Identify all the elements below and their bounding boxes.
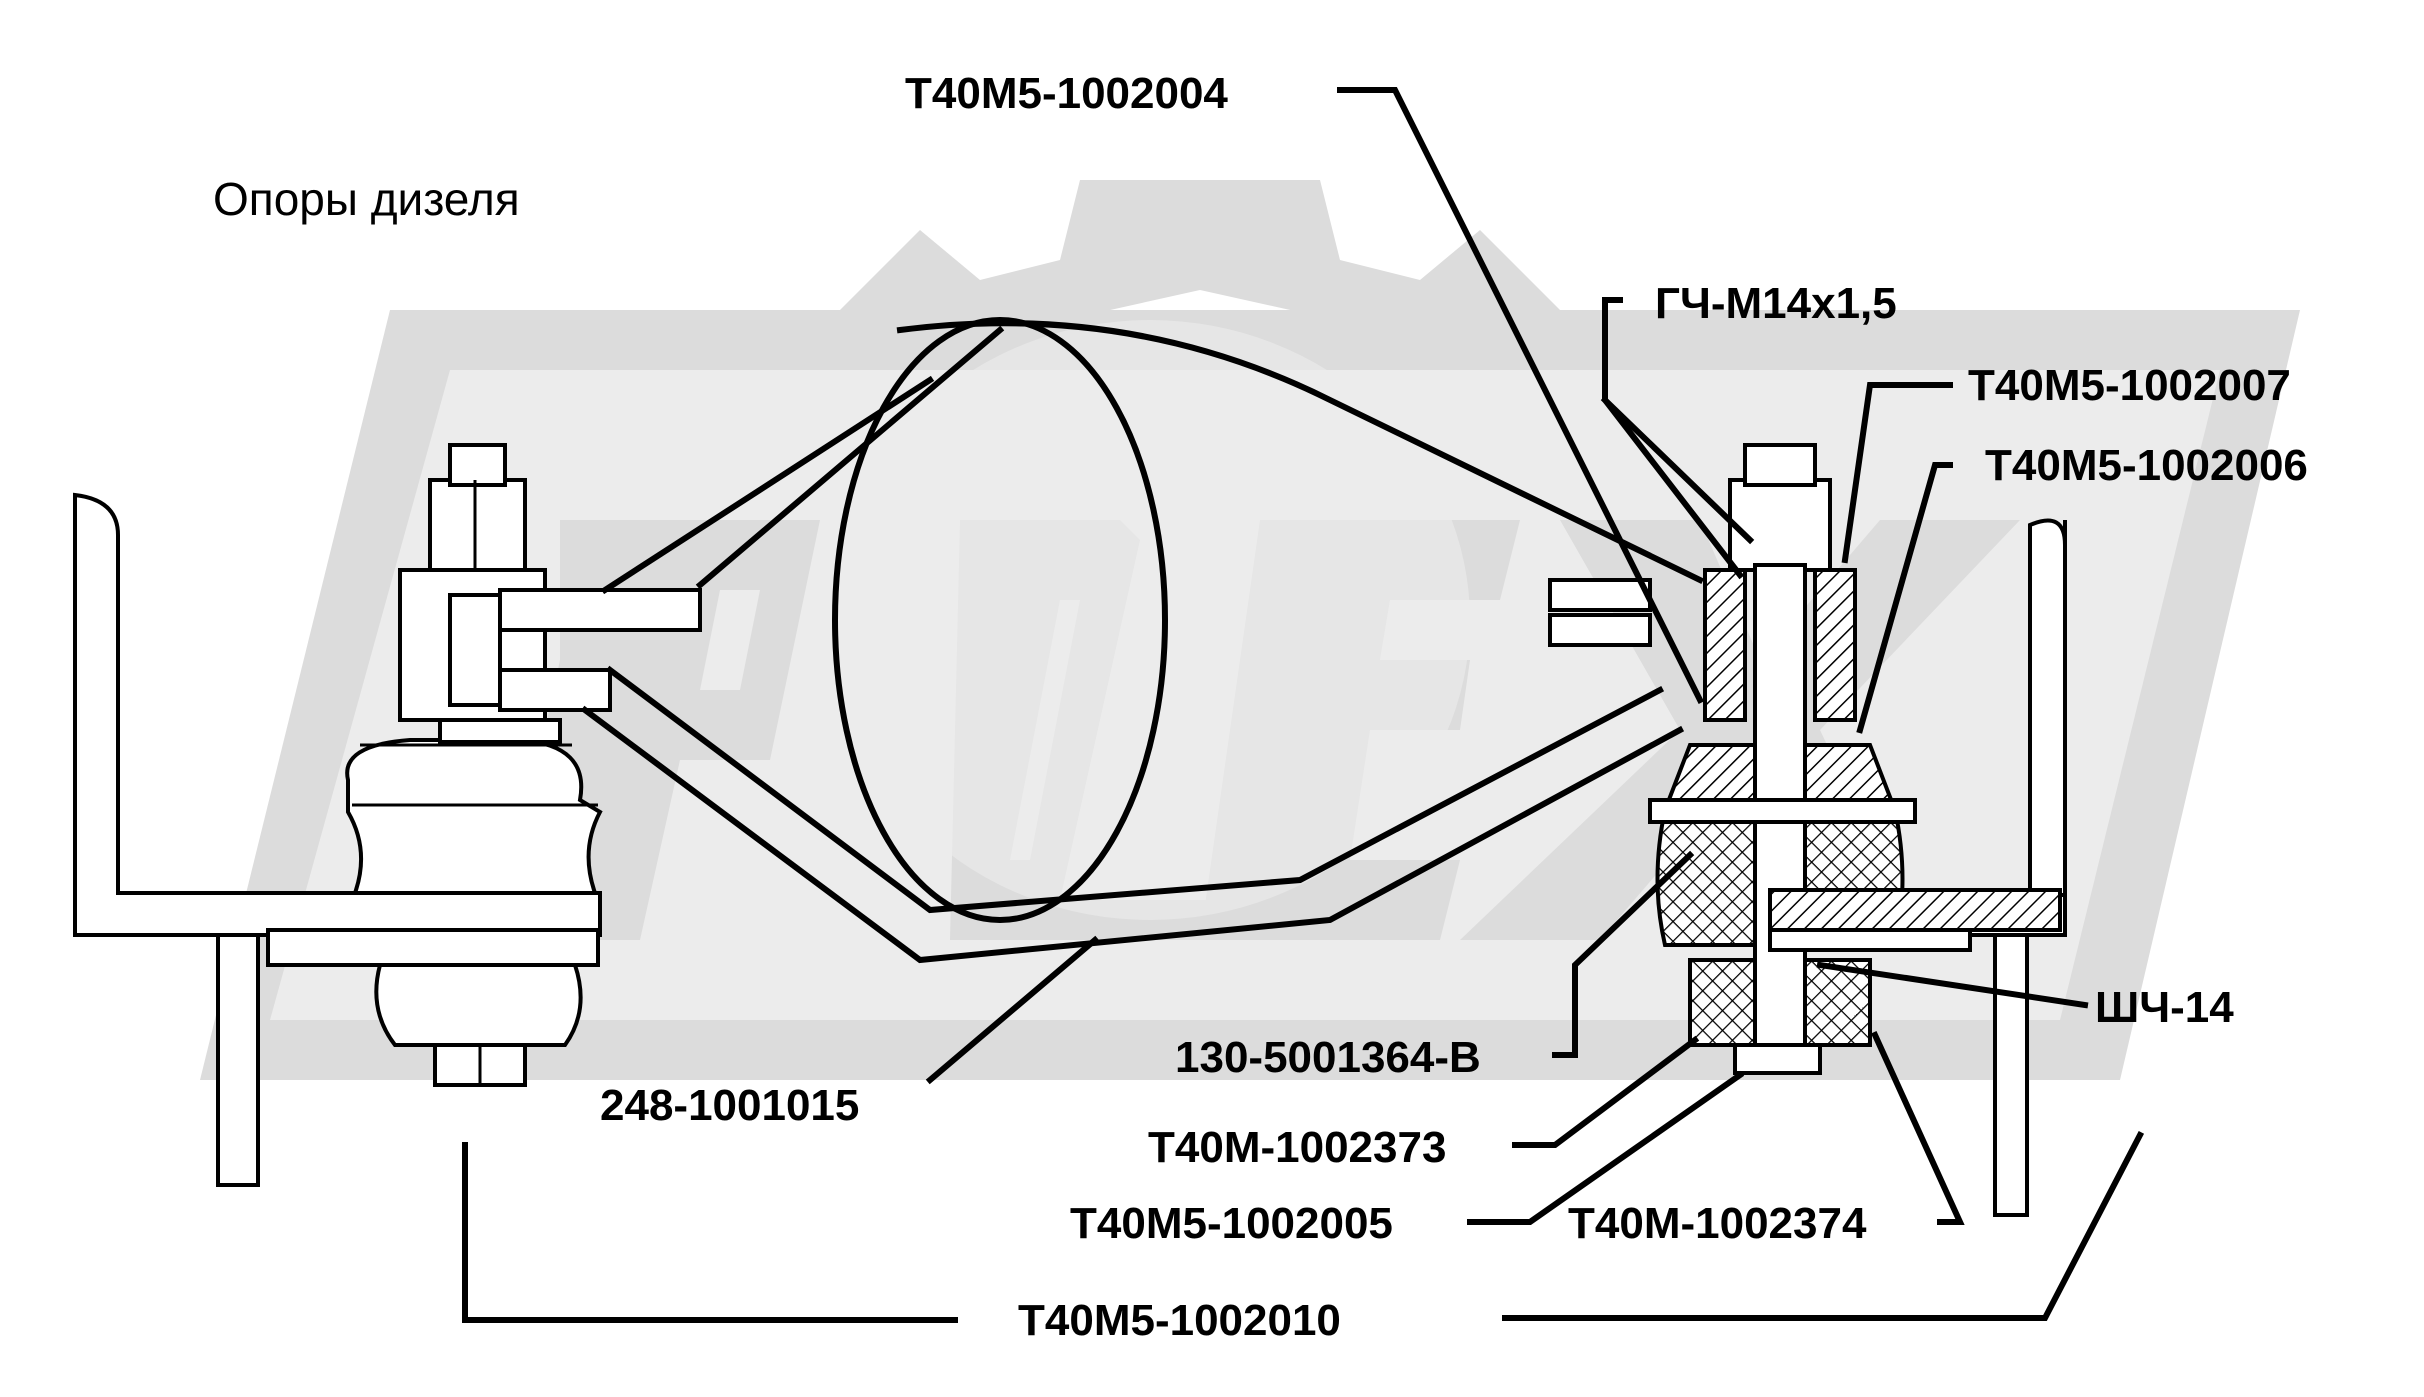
label-130-5001364-v: 130-5001364-В <box>1175 1033 1481 1082</box>
label-gch-m14: ГЧ-М14х1,5 <box>1655 279 1897 328</box>
label-t40m-1002373: Т40М-1002373 <box>1148 1123 1446 1172</box>
leader-lines <box>462 87 2145 1323</box>
label-t40m5-1002006: Т40М5-1002006 <box>1985 441 2308 490</box>
label-shch-14: ШЧ-14 <box>2095 983 2234 1032</box>
label-t40m5-1002005: Т40М5-1002005 <box>1070 1199 1393 1248</box>
label-t40m5-1002004: Т40М5-1002004 <box>905 69 1228 118</box>
part-labels: Т40М5-1002004 ГЧ-М14х1,5 Т40М5-1002007 Т… <box>600 69 2308 1345</box>
left-engine-mount <box>73 443 702 1187</box>
label-t40m-1002374: Т40М-1002374 <box>1568 1199 1867 1248</box>
label-t40m5-1002010: Т40М5-1002010 <box>1018 1296 1341 1345</box>
crossbar <box>580 325 1685 964</box>
detail-circle <box>832 317 1168 923</box>
label-t40m5-1002007: Т40М5-1002007 <box>1968 361 2291 410</box>
diagram-title: Опоры дизеля <box>213 173 520 225</box>
label-248-1001015: 248-1001015 <box>600 1081 859 1130</box>
